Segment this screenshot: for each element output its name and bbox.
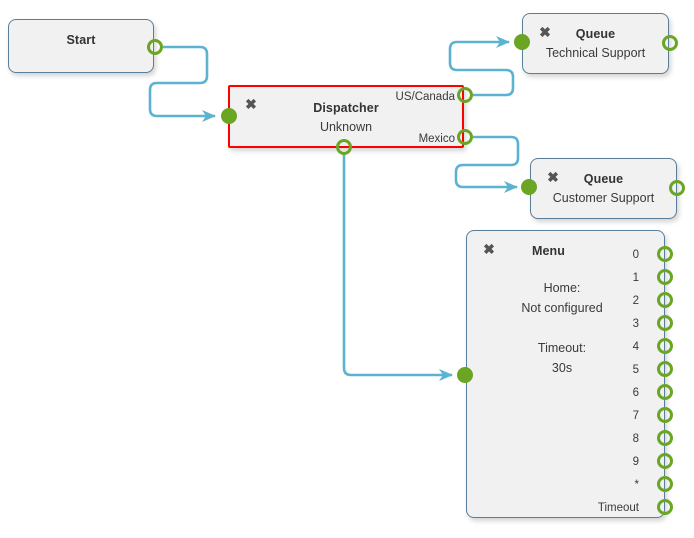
port-menu-out-3[interactable] xyxy=(657,315,673,331)
port-menu-out-2[interactable] xyxy=(657,292,673,308)
node-queue-customer-support[interactable]: ✖ Queue Customer Support xyxy=(530,158,677,219)
port-menu-out-1[interactable] xyxy=(657,269,673,285)
node-queue-customer-title: Queue xyxy=(583,172,624,186)
menu-home-label: Home: xyxy=(543,281,581,295)
port-menu-out-6[interactable] xyxy=(657,384,673,400)
port-label-6: 6 xyxy=(632,387,639,399)
port-queue-technical-in[interactable] xyxy=(514,34,530,50)
port-dispatcher-in[interactable] xyxy=(221,108,237,124)
port-dispatcher-out-uscanada[interactable] xyxy=(457,87,473,103)
menu-home-value: Not configured xyxy=(521,301,603,315)
port-queue-customer-in[interactable] xyxy=(521,179,537,195)
port-label-9: 9 xyxy=(632,456,639,468)
node-menu-title: Menu xyxy=(531,244,566,258)
port-menu-out-0[interactable] xyxy=(657,246,673,262)
port-start-out[interactable] xyxy=(147,39,163,55)
port-label-2: 2 xyxy=(632,295,639,307)
menu-timeout-label: Timeout: xyxy=(537,341,587,355)
close-icon[interactable]: ✖ xyxy=(245,96,257,112)
node-dispatcher[interactable]: ✖ Dispatcher Unknown US/Canada Mexico xyxy=(228,85,464,148)
wire-dispatcher-to-menu xyxy=(342,155,453,381)
port-queue-customer-out[interactable] xyxy=(669,180,685,196)
port-menu-out-7[interactable] xyxy=(657,407,673,423)
node-queue-technical-support[interactable]: ✖ Queue Technical Support xyxy=(522,13,669,74)
port-label-7: 7 xyxy=(632,410,639,422)
node-start[interactable]: Start xyxy=(8,19,154,73)
port-menu-out-9[interactable] xyxy=(657,453,673,469)
port-label-mexico: Mexico xyxy=(418,133,455,145)
wire-start-to-dispatcher xyxy=(148,45,216,122)
port-label-0: 0 xyxy=(632,249,639,261)
node-queue-technical-title: Queue xyxy=(575,27,616,41)
port-menu-out-4[interactable] xyxy=(657,338,673,354)
close-icon[interactable]: ✖ xyxy=(539,24,551,40)
node-queue-customer-subtitle: Customer Support xyxy=(552,191,655,205)
port-label-star: * xyxy=(634,479,639,491)
close-icon[interactable]: ✖ xyxy=(547,169,559,185)
node-dispatcher-subtitle: Unknown xyxy=(319,120,373,134)
port-dispatcher-out-bottom[interactable] xyxy=(336,139,352,155)
port-queue-technical-out[interactable] xyxy=(662,35,678,51)
node-dispatcher-title: Dispatcher xyxy=(313,101,379,115)
node-menu[interactable]: ✖ Menu Home: Not configured Timeout: 30s… xyxy=(466,230,665,518)
port-label-1: 1 xyxy=(632,272,639,284)
node-start-title: Start xyxy=(66,33,96,47)
port-label-8: 8 xyxy=(632,433,639,445)
node-queue-technical-subtitle: Technical Support xyxy=(545,46,646,60)
port-label-5: 5 xyxy=(632,364,639,376)
port-menu-out-8[interactable] xyxy=(657,430,673,446)
menu-timeout-value: 30s xyxy=(551,361,573,375)
port-dispatcher-out-mexico[interactable] xyxy=(457,129,473,145)
port-menu-in[interactable] xyxy=(457,367,473,383)
port-label-uscanada: US/Canada xyxy=(395,91,455,103)
port-label-timeout: Timeout xyxy=(597,502,639,514)
close-icon[interactable]: ✖ xyxy=(483,241,495,257)
port-label-4: 4 xyxy=(632,341,639,353)
port-label-3: 3 xyxy=(632,318,639,330)
port-menu-out-timeout[interactable] xyxy=(657,499,673,515)
port-menu-out-5[interactable] xyxy=(657,361,673,377)
port-menu-out-star[interactable] xyxy=(657,476,673,492)
